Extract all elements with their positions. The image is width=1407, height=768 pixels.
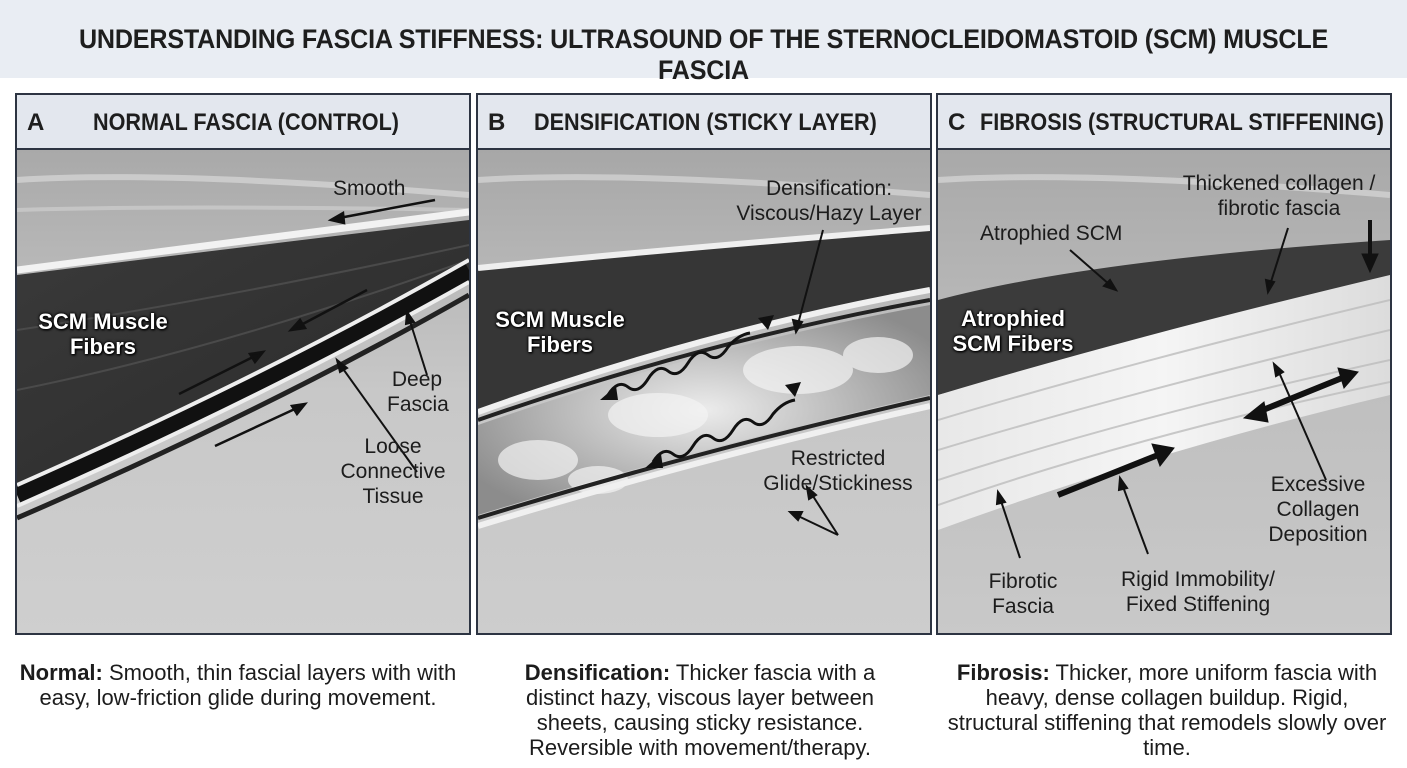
panel-c-title: FIBROSIS (STRUCTURAL STIFFENING)	[980, 109, 1384, 137]
caption-fibrosis-term: Fibrosis:	[957, 660, 1050, 685]
label-loose-tissue: Loose Connective Tissue	[333, 434, 453, 509]
title-bar: UNDERSTANDING FASCIA STIFFNESS: ULTRASOU…	[0, 0, 1407, 78]
label-densification: Densification: Viscous/Hazy Layer	[724, 176, 932, 226]
caption-densification-term: Densification:	[525, 660, 670, 685]
panel-a-header: A NORMAL FASCIA (CONTROL)	[17, 95, 469, 150]
panel-b-title: DENSIFICATION (STICKY LAYER)	[534, 109, 877, 137]
caption-normal-text: Smooth, thin fascial layers with with ea…	[40, 660, 457, 710]
panel-b-header: B DENSIFICATION (STICKY LAYER)	[478, 95, 930, 150]
panel-a-letter: A	[27, 109, 44, 137]
panel-b-letter: B	[488, 109, 505, 137]
label-restricted-glide: Restricted Glide/Stickiness	[748, 446, 928, 496]
caption-normal: Normal: Smooth, thin fascial layers with…	[18, 660, 458, 710]
panel-c-letter: C	[948, 109, 965, 137]
label-atrophied-scm-fibers: Atrophied SCM Fibers	[948, 306, 1078, 356]
panel-c: C FIBROSIS (STRUCTURAL STIFFENING)	[936, 93, 1392, 635]
panel-b: B DENSIFICATION (STICKY LAYER)	[476, 93, 932, 635]
panel-a: A NORMAL FASCIA (CONTROL)	[15, 93, 471, 635]
label-excessive-collagen: Excessive Collagen Deposition	[1258, 472, 1378, 547]
caption-normal-term: Normal:	[20, 660, 103, 685]
label-rigid-immobility: Rigid Immobility/ Fixed Stiffening	[1098, 567, 1298, 617]
label-fibrotic-fascia: Fibrotic Fascia	[978, 569, 1068, 619]
panel-c-header: C FIBROSIS (STRUCTURAL STIFFENING)	[938, 95, 1390, 150]
label-thickened-collagen: Thickened collagen / fibrotic fascia	[1174, 171, 1384, 221]
caption-densification: Densification: Thicker fascia with a dis…	[490, 660, 910, 760]
caption-fibrosis: Fibrosis: Thicker, more uniform fascia w…	[942, 660, 1392, 760]
label-deep-fascia: Deep Fascia	[387, 367, 447, 417]
label-scm-muscle-a: SCM Muscle Fibers	[33, 309, 173, 359]
label-smooth: Smooth	[333, 176, 405, 201]
label-scm-muscle-b: SCM Muscle Fibers	[490, 307, 630, 357]
label-atrophied-scm: Atrophied SCM	[980, 221, 1122, 246]
page-title: UNDERSTANDING FASCIA STIFFNESS: ULTRASOU…	[49, 24, 1358, 86]
panel-a-title: NORMAL FASCIA (CONTROL)	[93, 109, 399, 137]
